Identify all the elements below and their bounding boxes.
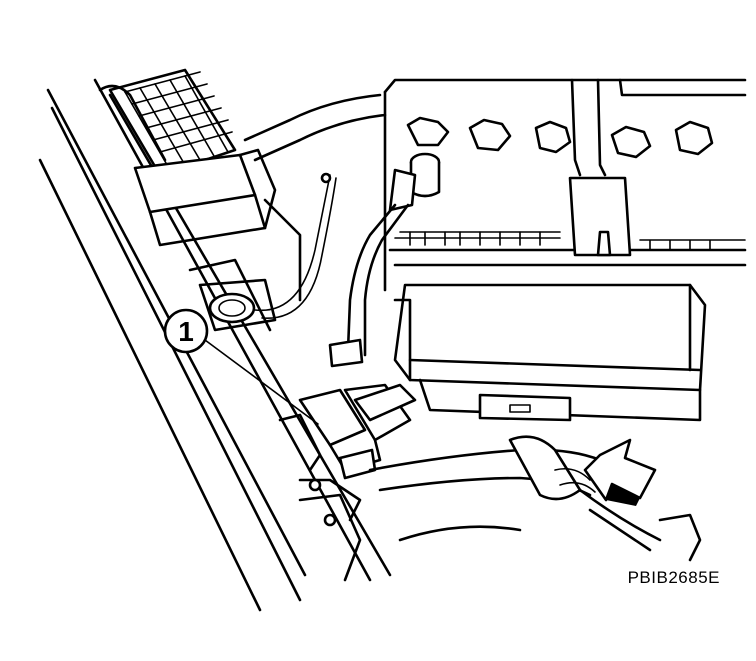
battery-vent-caps — [406, 116, 714, 159]
wire-harness-hoses — [368, 435, 702, 562]
figure-code: PBIB2685E — [627, 568, 720, 587]
sensor-wire — [254, 172, 337, 319]
harness-connector — [278, 383, 417, 522]
direction-arrow — [583, 438, 657, 506]
bracket-block — [133, 93, 387, 332]
fuse-relay-box — [393, 283, 707, 422]
grommet — [198, 278, 277, 332]
mount-bolts — [298, 478, 362, 582]
cowl-grille — [98, 68, 237, 177]
battery-terminal — [328, 152, 441, 368]
callout-number: 1 — [178, 316, 194, 347]
callout-1: 1 — [163, 308, 319, 425]
battery — [383, 78, 747, 292]
